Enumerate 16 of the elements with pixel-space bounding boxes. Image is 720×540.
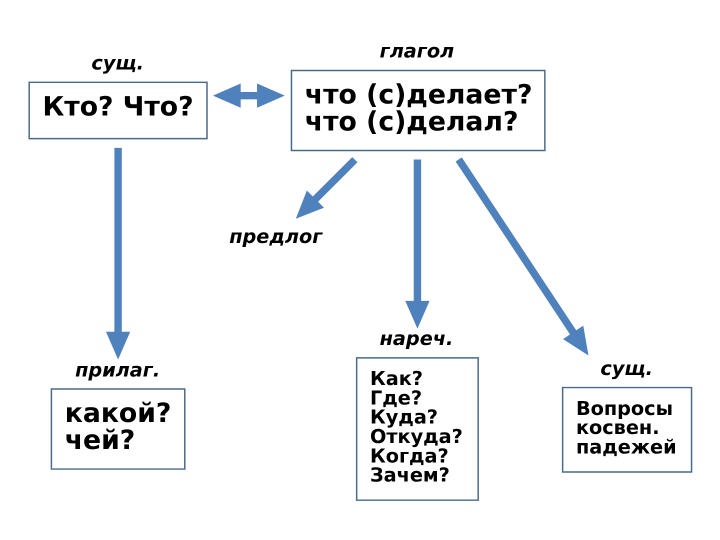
node-label: сущ. (600, 356, 653, 380)
arrow (296, 156, 358, 218)
arrow (212, 82, 285, 108)
node-label: прилаг. (75, 358, 160, 381)
node-box: какой? чей? (50, 388, 186, 470)
node-text: предлог (229, 224, 322, 248)
arrow (456, 156, 588, 355)
node-label: нареч. (380, 326, 454, 350)
arrow (106, 147, 130, 359)
node-label: глагол (380, 39, 454, 62)
node-label: сущ. (91, 51, 144, 74)
arrow (405, 158, 430, 328)
node-box: Кто? Что? (28, 81, 208, 139)
node-box: что (с)делает? что (с)делал? (290, 69, 546, 151)
node-box: Вопросы косвен. падежей (562, 386, 692, 472)
node-box: Как? Где? Куда? Откуда? Когда? Зачем? (356, 356, 479, 500)
